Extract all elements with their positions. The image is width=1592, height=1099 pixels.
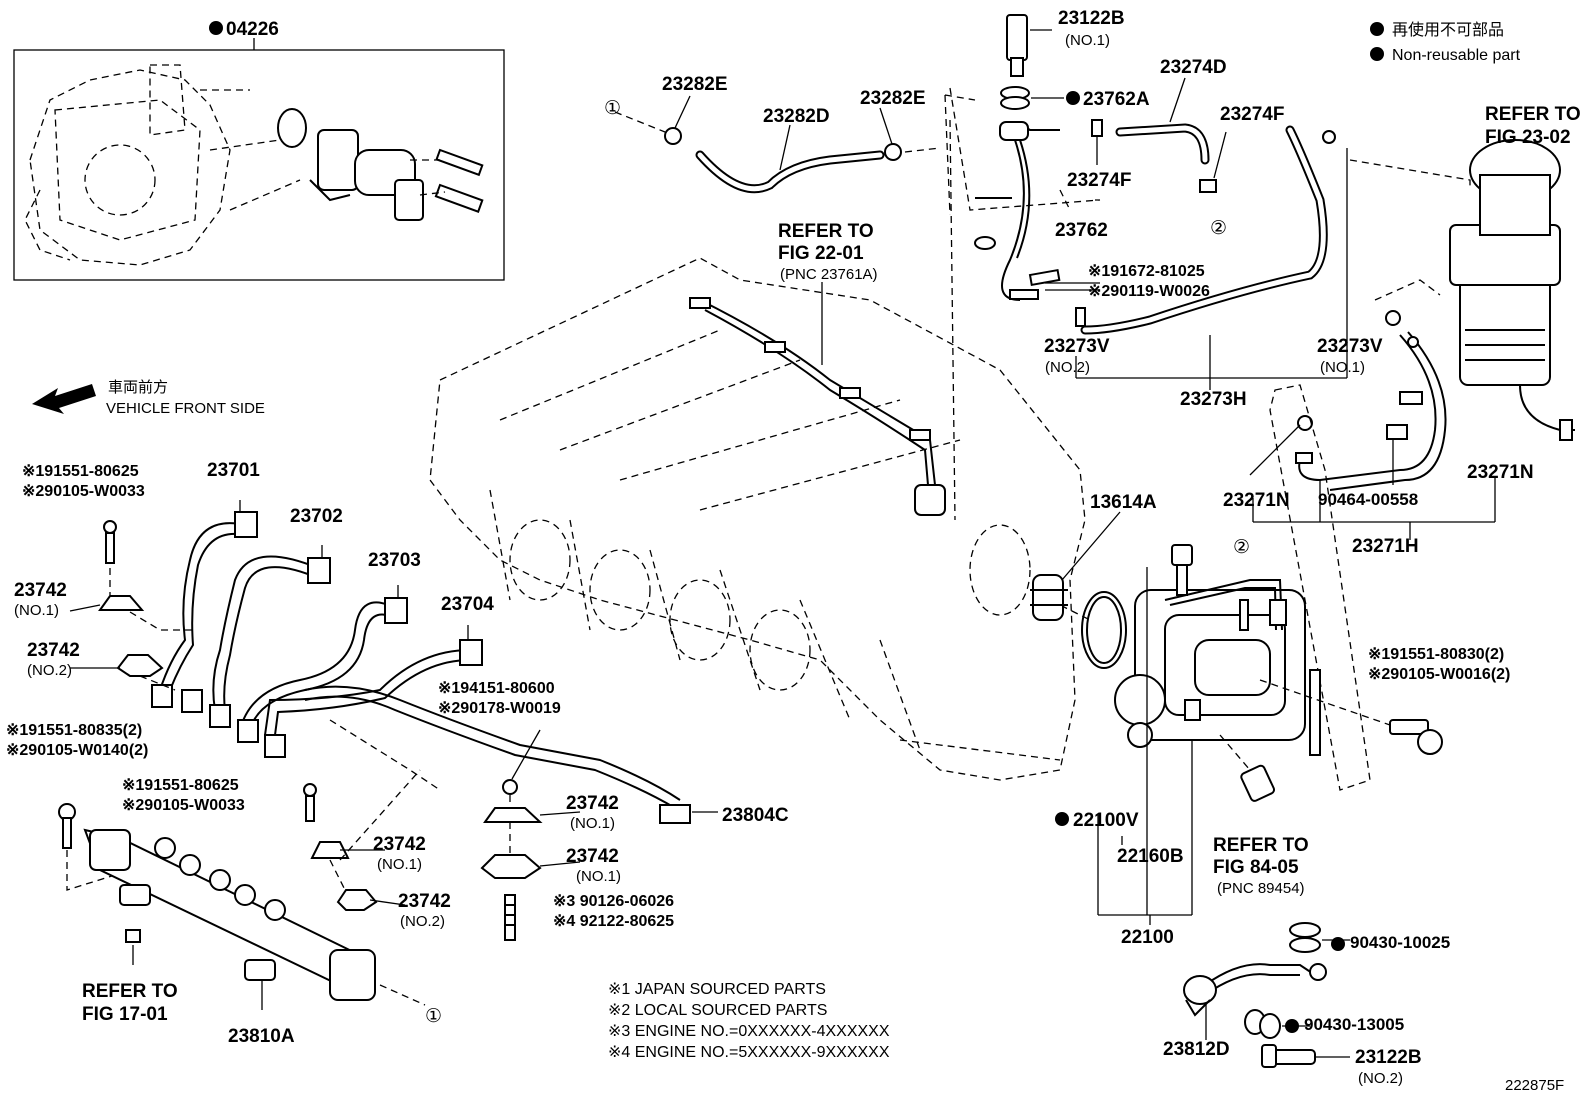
circle-2-a: ② <box>1210 218 1227 239</box>
part-23282d: 23282D <box>763 106 830 127</box>
injection-pipes <box>151 500 718 824</box>
part-23742-no2-a: 23742 <box>27 640 80 661</box>
inset-04226 <box>13 38 505 281</box>
part-23742-no1-b-sub: (NO.1) <box>570 815 615 832</box>
note-4: ※4 ENGINE NO.=5XXXXXX-9XXXXXX <box>608 1044 890 1061</box>
part-23274f-a: 23274F <box>1220 104 1284 125</box>
part-23804c: 23804C <box>722 805 789 826</box>
part-23742-no1-d-sub: (NO.1) <box>377 856 422 873</box>
part-23273h: 23273H <box>1180 389 1247 410</box>
refer-1701-b: FIG 17-01 <box>82 1004 168 1025</box>
part-23271n-a: 23271N <box>1223 490 1290 511</box>
refer-8405-c: (PNC 89454) <box>1217 880 1305 897</box>
part-23271n-b: 23271N <box>1467 462 1534 483</box>
front-en: VEHICLE FRONT SIDE <box>106 400 265 417</box>
bolt-290105-w0033-a: ※290105-W0033 <box>22 483 145 500</box>
injector-hose-group <box>949 14 1348 390</box>
bolt-191551-80625-b: ※191551-80625 <box>122 777 239 794</box>
part-23742-no2-a-sub: (NO.2) <box>27 662 72 679</box>
refer-2201-c: (PNC 23761A) <box>780 266 878 283</box>
legend <box>1370 22 1384 61</box>
part-04226: 04226 <box>226 19 279 40</box>
refer-2201-b: FIG 22-01 <box>778 243 864 264</box>
bolt-191672: ※191672-81025 <box>1088 263 1205 280</box>
front-jp: 車両前方 <box>108 379 168 396</box>
refer-2302-a: REFER TO <box>1485 104 1581 125</box>
bottom-right-parts <box>1183 922 1350 1068</box>
bolt-290178: ※290178-W0019 <box>438 700 561 717</box>
front-arrow-icon <box>32 384 96 414</box>
fuel-filter <box>1249 139 1575 791</box>
circle-1-b: ① <box>425 1006 442 1027</box>
circle-1-a: ① <box>604 98 621 119</box>
part-23701: 23701 <box>207 460 260 481</box>
bolt-290105-w0016: ※290105-W0016(2) <box>1368 666 1510 683</box>
part-23273v-no1: 23273V <box>1317 336 1383 357</box>
nonreusable-dots <box>209 21 1345 1033</box>
part-90430-10025: 90430-10025 <box>1350 933 1450 952</box>
part-23742-no1-c-sub: (NO.1) <box>576 868 621 885</box>
part-23282e-b: 23282E <box>860 88 926 109</box>
part-23810a: 23810A <box>228 1026 295 1047</box>
part-23273v-no2-sub: (NO.2) <box>1045 359 1090 376</box>
part-23122b-sub: (NO.1) <box>1065 32 1110 49</box>
part-22160b: 22160B <box>1117 846 1184 867</box>
common-rail <box>58 803 426 1010</box>
bolt-290105-w0140: ※290105-W0140(2) <box>6 742 148 759</box>
part-23742-no1-c: 23742 <box>566 846 619 867</box>
bolt-290105-w0033-b: ※290105-W0033 <box>122 797 245 814</box>
part-23122b: 23122B <box>1058 8 1125 29</box>
part-23282e-a: 23282E <box>662 74 728 95</box>
engine-block <box>429 94 1091 781</box>
part-23703: 23703 <box>368 550 421 571</box>
part-23742-no1-b: 23742 <box>566 793 619 814</box>
part-23762: 23762 <box>1055 220 1108 241</box>
bolt-191551-80625-a: ※191551-80625 <box>22 463 139 480</box>
hose-23282d-group <box>614 95 941 194</box>
refer-8405-b: FIG 84-05 <box>1213 857 1299 878</box>
part-23274f-b: 23274F <box>1067 170 1131 191</box>
part-23812d: 23812D <box>1163 1039 1230 1060</box>
part-23702: 23702 <box>290 506 343 527</box>
bolt-92122: ※4 92122-80625 <box>553 913 674 930</box>
refer-8405-a: REFER TO <box>1213 835 1309 856</box>
part-23271h: 23271H <box>1352 536 1419 557</box>
part-22100: 22100 <box>1121 927 1174 948</box>
part-23273v-no2: 23273V <box>1044 336 1110 357</box>
part-23742-no1-a: 23742 <box>14 580 67 601</box>
clamps-bolts <box>69 520 581 941</box>
figure-id: 222875F <box>1505 1077 1564 1094</box>
part-23273v-no1-sub: (NO.1) <box>1320 359 1365 376</box>
part-23742-no1-a-sub: (NO.1) <box>14 602 59 619</box>
pump-gasket <box>1030 511 1127 669</box>
legend-en: Non-reusable part <box>1392 47 1521 64</box>
part-23704: 23704 <box>441 594 494 615</box>
bolt-194151: ※194151-80600 <box>438 680 555 697</box>
circle-2-b: ② <box>1233 537 1250 558</box>
part-90430-13005: 90430-13005 <box>1304 1015 1404 1034</box>
bolt-191551-80830: ※191551-80830(2) <box>1368 646 1504 663</box>
refer-2201-a: REFER TO <box>778 221 874 242</box>
note-2: ※2 LOCAL SOURCED PARTS <box>608 1002 827 1019</box>
note-1: ※1 JAPAN SOURCED PARTS <box>608 981 826 998</box>
supply-pump <box>1097 544 1443 925</box>
part-23742-no1-d: 23742 <box>373 834 426 855</box>
note-3: ※3 ENGINE NO.=0XXXXXX-4XXXXXX <box>608 1023 890 1040</box>
part-23742-no2-b-sub: (NO.2) <box>400 913 445 930</box>
part-22100v: 22100V <box>1073 810 1139 831</box>
refer-1701-a: REFER TO <box>82 981 178 1002</box>
refer-2302-b: FIG 23-02 <box>1485 127 1571 148</box>
bolt-191551-80835: ※191551-80835(2) <box>6 722 142 739</box>
legend-jp: 再使用不可部品 <box>1392 21 1504 39</box>
part-23274d: 23274D <box>1160 57 1227 78</box>
part-90464: 90464-00558 <box>1318 490 1418 509</box>
part-23122b-no2: 23122B <box>1355 1047 1422 1068</box>
bolt-90126: ※3 90126-06026 <box>553 893 674 910</box>
part-23742-no2-b: 23742 <box>398 891 451 912</box>
bolt-290119: ※290119-W0026 <box>1088 283 1210 300</box>
part-23122b-no2-sub: (NO.2) <box>1358 1070 1403 1087</box>
part-13614a: 13614A <box>1090 492 1157 513</box>
part-23762a: 23762A <box>1083 89 1150 110</box>
